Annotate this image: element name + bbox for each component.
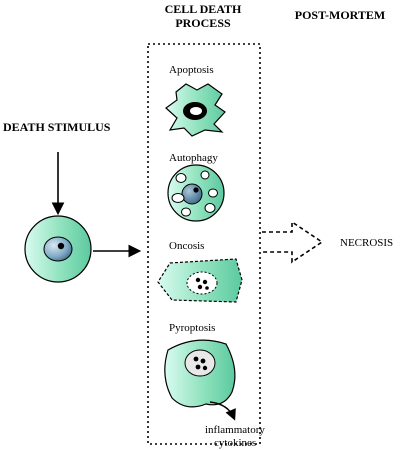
inflammatory-cytokines-label-line2: cytokines [214,437,256,449]
oncosis-cell [157,258,243,303]
cell-death-process-box [147,43,261,445]
autophagic-vacuole [200,170,210,180]
cytokine-release-arrow [209,401,236,421]
heading-post-mortem: POST-MORTEM [295,8,385,22]
necrosis-arrow [262,220,324,264]
heading-cell-death-line2: PROCESS [175,16,231,30]
autophagic-vacuole [181,207,191,217]
normal-cell-nucleus [43,236,73,262]
process-label-pyroptosis: Pyroptosis [169,322,215,334]
autophagic-vacuole [208,188,218,198]
necrosis-label: NECROSIS [340,237,393,249]
inflammatory-cytokines-label-line1: inflammatory [205,424,265,436]
pyroptosis-cell [164,339,236,421]
autophagy-nucleus [181,183,203,205]
process-label-oncosis: Oncosis [169,240,204,252]
normal-cell [24,215,92,283]
heading-death-stimulus: DEATH STIMULUS [3,120,111,134]
process-label-autophagy: Autophagy [169,152,218,164]
oncosis-nucleus [186,271,218,295]
autophagy-cell [167,164,225,222]
autophagic-vacuole [171,193,185,203]
heading-cell-death-line1: CELL DEATH [165,2,242,16]
process-label-apoptosis: Apoptosis [169,64,214,76]
autophagic-vacuole [204,203,216,213]
apoptosis-cell [165,83,226,137]
pyroptosis-nucleus [184,349,216,377]
autophagic-vacuole [175,173,187,183]
